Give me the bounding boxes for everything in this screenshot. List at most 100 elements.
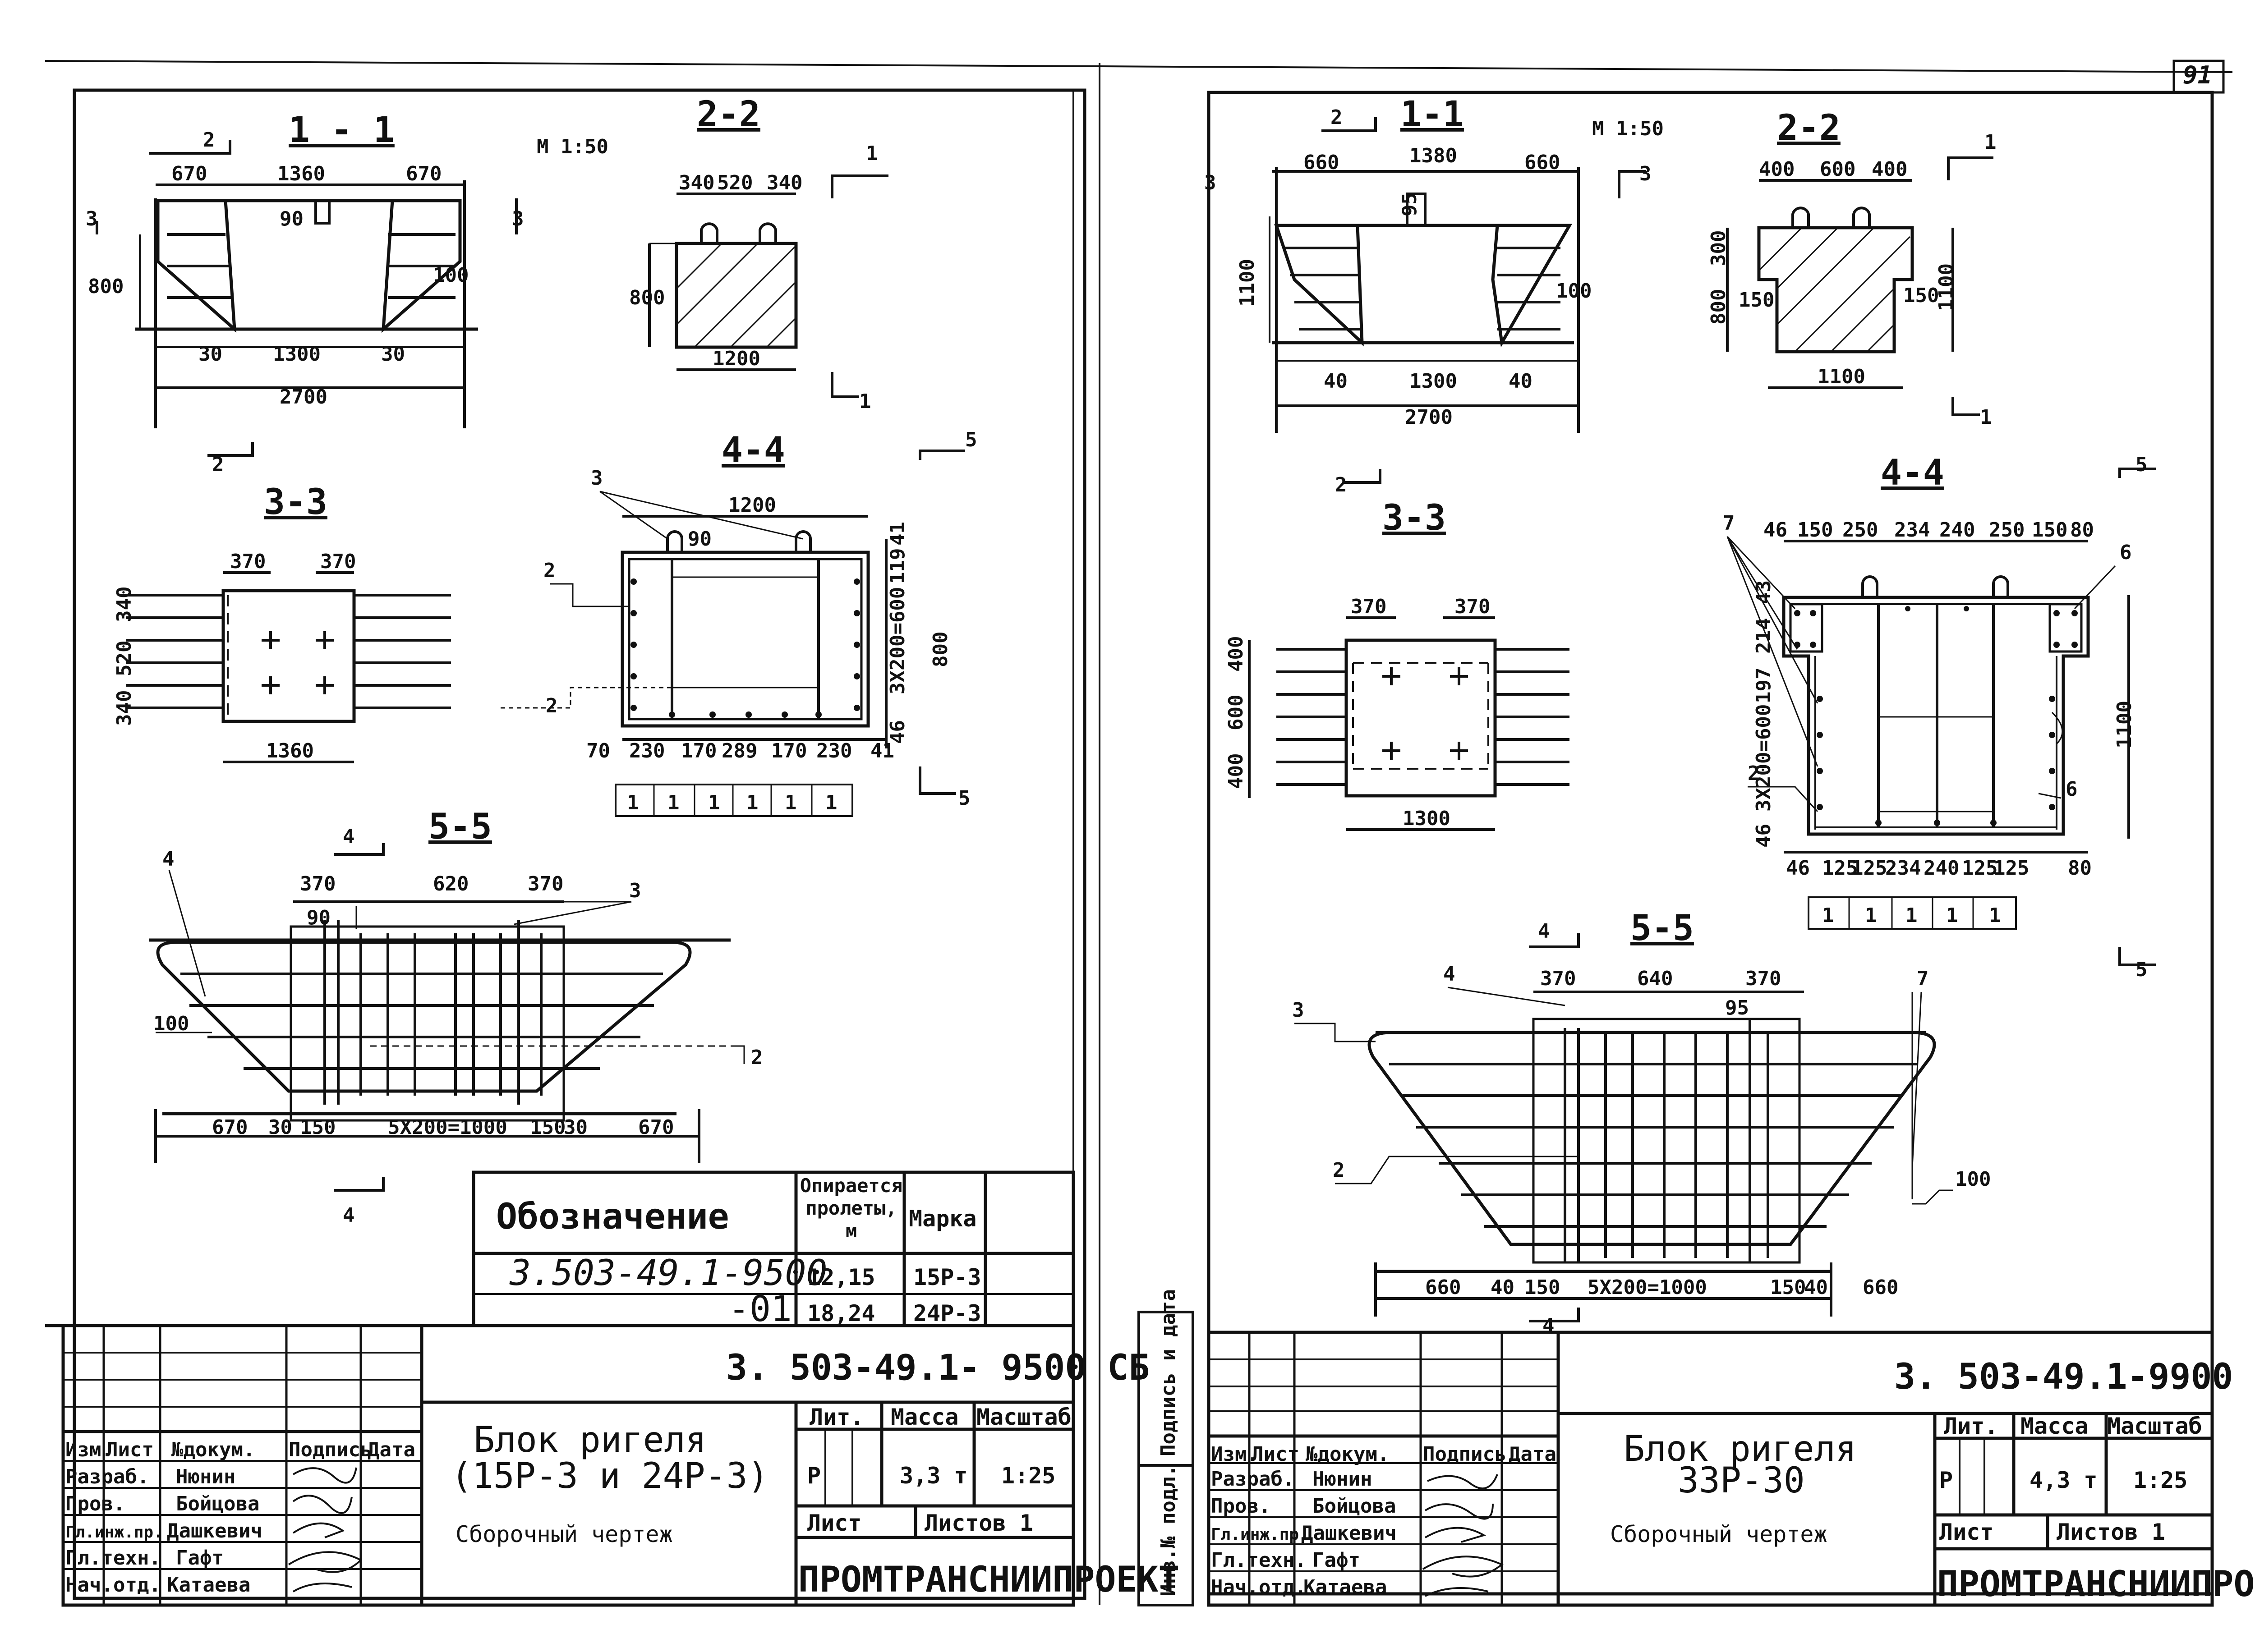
doc-title-1-right: Блок ригеля bbox=[1624, 1429, 1857, 1469]
svg-text:80: 80 bbox=[2070, 519, 2094, 541]
svg-text:Бойцова: Бойцова bbox=[1312, 1495, 1396, 1518]
spec-header-designation: Обозначение bbox=[496, 1197, 729, 1237]
svg-text:150: 150 bbox=[1524, 1276, 1560, 1299]
svg-text:2-2: 2-2 bbox=[1777, 108, 1841, 148]
section-1-1: 1 - 1 2 3 3 2 bbox=[86, 110, 524, 476]
svg-text:289: 289 bbox=[722, 739, 757, 762]
svg-text:1:25: 1:25 bbox=[1001, 1463, 1055, 1489]
svg-text:230: 230 bbox=[816, 739, 852, 762]
svg-text:30: 30 bbox=[198, 343, 222, 366]
svg-text:Гл.техн.: Гл.техн. bbox=[1211, 1549, 1307, 1572]
svg-text:1100: 1100 bbox=[2113, 701, 2136, 748]
svg-text:150: 150 bbox=[300, 1116, 336, 1139]
svg-text:40: 40 bbox=[1804, 1276, 1828, 1299]
svg-text:3,3 т: 3,3 т bbox=[900, 1463, 968, 1489]
svg-text:370: 370 bbox=[1351, 595, 1386, 618]
svg-text:2700: 2700 bbox=[280, 385, 327, 408]
side-strip: Подпись и дата Инв.№ подл. bbox=[1137, 1289, 1194, 1606]
svg-text:125: 125 bbox=[1962, 857, 1997, 880]
svg-text:119: 119 bbox=[886, 548, 909, 584]
svg-text:600: 600 bbox=[1224, 695, 1247, 730]
svg-text:670: 670 bbox=[638, 1116, 674, 1139]
svg-text:1-1: 1-1 bbox=[1400, 94, 1464, 135]
svg-text:46: 46 bbox=[1763, 519, 1787, 541]
svg-text:Дашкевич: Дашкевич bbox=[167, 1519, 262, 1542]
svg-text:370: 370 bbox=[1540, 967, 1576, 990]
svg-text:Р: Р bbox=[807, 1463, 821, 1489]
svg-text:80: 80 bbox=[2068, 857, 2092, 880]
svg-text:197: 197 bbox=[1752, 668, 1775, 703]
svg-text:800: 800 bbox=[929, 632, 952, 667]
svg-text:660: 660 bbox=[1524, 151, 1560, 174]
svg-text:520: 520 bbox=[113, 641, 136, 676]
svg-text:370: 370 bbox=[1454, 595, 1490, 618]
svg-text:100: 100 bbox=[1556, 280, 1592, 303]
svg-text:Листов 1: Листов 1 bbox=[925, 1510, 1033, 1536]
svg-text:5: 5 bbox=[2135, 453, 2148, 476]
svg-text:43: 43 bbox=[1752, 580, 1775, 604]
svg-text:Пров.: Пров. bbox=[1211, 1495, 1270, 1518]
svg-text:Гафт: Гафт bbox=[176, 1546, 224, 1569]
doc-title-3-right: Сборочный чертеж bbox=[1610, 1521, 1827, 1547]
scale-note: М 1:50 bbox=[537, 135, 608, 158]
svg-text:800: 800 bbox=[629, 286, 665, 309]
svg-text:3: 3 bbox=[591, 467, 603, 490]
page-number: 91 bbox=[2183, 61, 2212, 89]
svg-text:640: 640 bbox=[1637, 967, 1673, 990]
svg-text:Нюнин: Нюнин bbox=[176, 1465, 235, 1488]
svg-text:30: 30 bbox=[564, 1116, 588, 1139]
svg-text:Подпись и дата: Подпись и дата bbox=[1157, 1289, 1180, 1456]
svg-text:Гл.техн.: Гл.техн. bbox=[65, 1546, 161, 1569]
svg-text:2: 2 bbox=[751, 1046, 763, 1069]
svg-text:600: 600 bbox=[1820, 158, 1855, 181]
svg-text:Нач.отд.: Нач.отд. bbox=[1211, 1576, 1307, 1599]
svg-text:214: 214 bbox=[1752, 618, 1775, 654]
svg-text:125: 125 bbox=[1822, 857, 1858, 880]
svg-text:340: 340 bbox=[113, 690, 136, 726]
svg-text:6: 6 bbox=[2120, 541, 2132, 564]
svg-text:Гл.инж.пр.: Гл.инж.пр. bbox=[1211, 1525, 1309, 1544]
svg-text:4: 4 bbox=[343, 825, 355, 848]
svg-text:1: 1 bbox=[859, 390, 871, 413]
svg-text:670: 670 bbox=[171, 162, 207, 185]
svg-text:150: 150 bbox=[530, 1116, 566, 1139]
section-2-2: 2-2 1 1 340 520 340 800 bbox=[629, 94, 888, 413]
svg-text:Масса: Масса bbox=[891, 1404, 959, 1430]
doc-title-2: (15Р-3 и 24Р-3) bbox=[451, 1456, 769, 1496]
svg-text:1360: 1360 bbox=[277, 162, 325, 185]
svg-text:1380: 1380 bbox=[1409, 144, 1457, 167]
svg-text:400: 400 bbox=[1759, 158, 1795, 181]
svg-text:100: 100 bbox=[1955, 1168, 1991, 1191]
svg-text:4,3 т: 4,3 т bbox=[2030, 1467, 2098, 1493]
svg-text:100: 100 bbox=[153, 1012, 189, 1035]
svg-text:4: 4 bbox=[1538, 920, 1550, 943]
svg-text:1: 1 bbox=[866, 142, 878, 165]
svg-text:№докум.: №докум. bbox=[171, 1438, 255, 1461]
svg-text:5-5: 5-5 bbox=[428, 807, 492, 847]
svg-text:370: 370 bbox=[528, 872, 563, 895]
spec-header-spans: Опирается пролеты, м bbox=[800, 1175, 903, 1242]
svg-text:3: 3 bbox=[1292, 999, 1304, 1022]
svg-text:2700: 2700 bbox=[1405, 406, 1453, 429]
svg-text:70: 70 bbox=[586, 739, 610, 762]
svg-text:3: 3 bbox=[512, 207, 524, 230]
svg-text:1: 1 bbox=[667, 791, 680, 814]
svg-text:24Р-3: 24Р-3 bbox=[913, 1300, 981, 1326]
svg-text:Лист: Лист bbox=[1939, 1519, 1993, 1545]
svg-text:30: 30 bbox=[268, 1116, 292, 1139]
svg-text:Подпись: Подпись bbox=[289, 1438, 372, 1461]
svg-text:1 - 1: 1 - 1 bbox=[289, 110, 395, 151]
svg-text:1100: 1100 bbox=[1935, 263, 1958, 311]
svg-text:5-5: 5-5 bbox=[1630, 908, 1694, 949]
svg-text:230: 230 bbox=[629, 739, 665, 762]
svg-text:Разраб.: Разраб. bbox=[65, 1465, 149, 1488]
svg-text:1: 1 bbox=[825, 791, 838, 814]
scale-note: М 1:50 bbox=[1592, 117, 1664, 140]
svg-text:660: 660 bbox=[1863, 1276, 1898, 1299]
svg-text:3-3: 3-3 bbox=[264, 482, 327, 523]
svg-text:Масштаб: Масштаб bbox=[976, 1404, 1072, 1430]
section-4-4-right: 4-4 7 6 2 6 5 5 bbox=[1723, 453, 2156, 981]
svg-text:2: 2 bbox=[546, 694, 558, 717]
signatures-right bbox=[1422, 1474, 1504, 1597]
svg-text:234: 234 bbox=[1894, 519, 1930, 541]
